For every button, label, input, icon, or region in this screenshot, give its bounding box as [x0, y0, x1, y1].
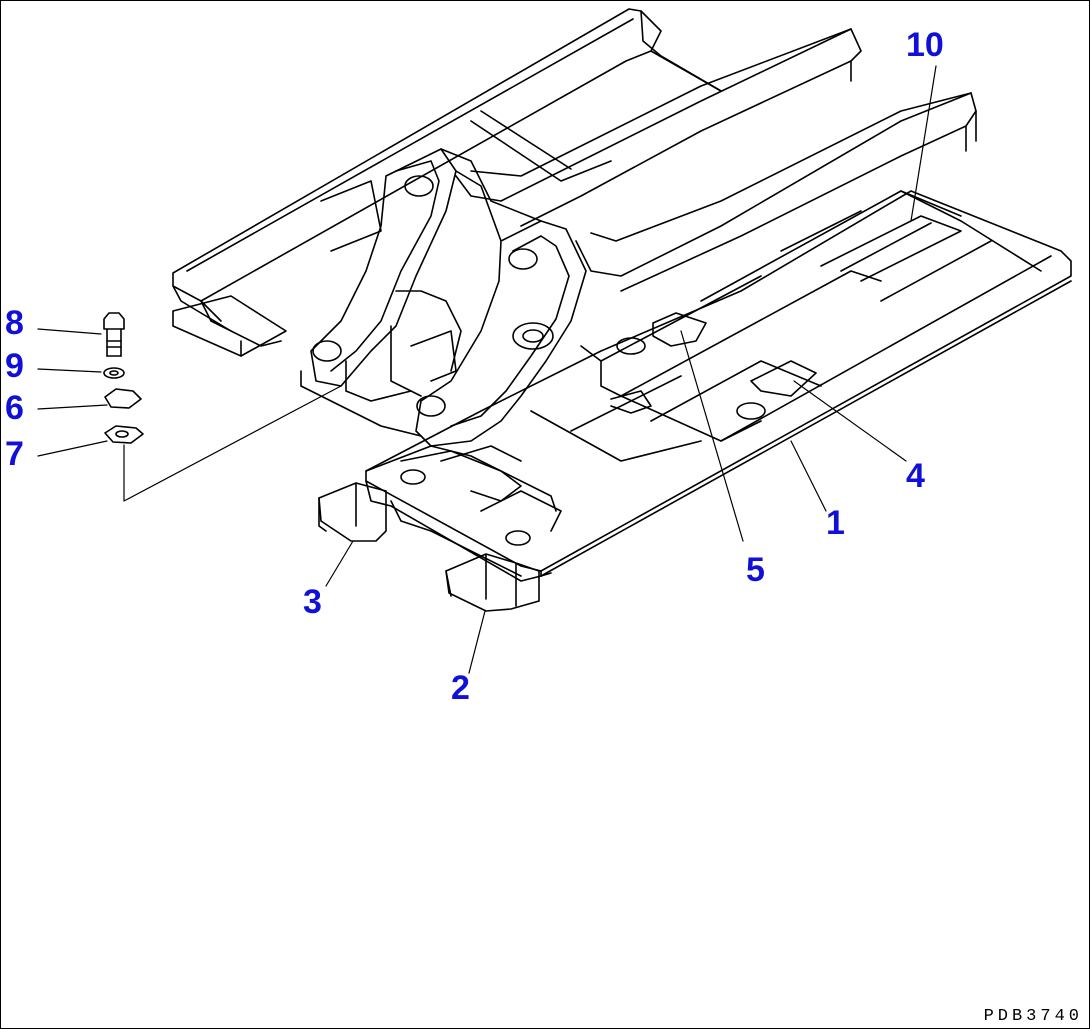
callout-6: 6 [5, 389, 24, 427]
callout-10: 10 [906, 26, 944, 64]
boom-bracket [300, 148, 587, 447]
callout-8: 8 [5, 304, 24, 342]
callout-3: 3 [303, 583, 322, 621]
callout-1: 1 [826, 504, 845, 542]
callout-7: 7 [5, 435, 24, 473]
drawing-code: PDB3740 [983, 1007, 1083, 1026]
callout-4: 4 [906, 457, 925, 495]
leader-lines [37, 65, 937, 674]
front-cross-members [365, 337, 766, 577]
left-deck-frame [172, 8, 722, 357]
support-pads [318, 482, 540, 612]
callout-2: 2 [451, 669, 470, 707]
mounting-plates [610, 312, 817, 414]
exploded-fasteners [103, 312, 144, 444]
main-deck [365, 190, 1072, 582]
callout-9: 9 [5, 347, 24, 385]
side-rails [455, 28, 977, 292]
callout-5: 5 [746, 551, 765, 589]
